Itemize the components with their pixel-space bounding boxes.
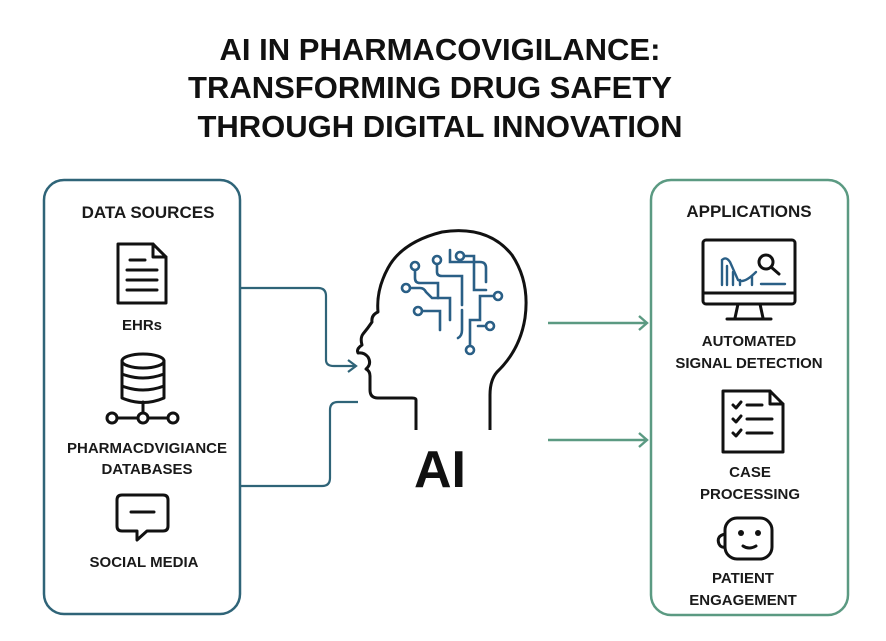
connector-upper [240, 286, 358, 373]
title-line-1: AI IN PHARMACOVIGILANCE: [220, 32, 661, 67]
chat-bubble-icon [115, 493, 170, 542]
pv-databases-label-line2: DATABASES [101, 461, 192, 478]
patient-engagement-label-line1: PATIENT [712, 570, 774, 587]
social-media-label: SOCIAL MEDIA [90, 554, 199, 571]
monitor-chart-search-icon [701, 238, 797, 321]
connector-lower [240, 400, 358, 488]
robot-face-icon [716, 516, 774, 561]
signal-detection-label-line1: AUTOMATED [702, 333, 797, 350]
data-sources-heading: DATA SOURCES [82, 203, 215, 222]
case-processing-label-line1: CASE [729, 464, 771, 481]
document-icon [116, 242, 168, 305]
ai-label: AI [414, 441, 466, 499]
title-line-2: TRANSFORMING DRUG SAFETY [188, 70, 672, 105]
signal-detection-label-line2: SIGNAL DETECTION [675, 355, 822, 372]
database-icon [105, 352, 180, 425]
title-line-3: THROUGH DIGITAL INNOVATION [197, 109, 682, 144]
applications-panel [649, 178, 850, 617]
ehrs-label: EHRs [122, 317, 162, 334]
data-sources-panel [42, 178, 242, 616]
ai-head-circuit-icon [356, 229, 528, 430]
case-processing-label-line2: PROCESSING [700, 486, 800, 503]
pv-databases-label-line1: PHARMACDVIGIANCE [67, 440, 227, 457]
applications-heading: APPLICATIONS [686, 202, 811, 221]
checklist-icon [721, 389, 785, 454]
patient-engagement-label-line2: ENGAGEMENT [689, 592, 797, 609]
